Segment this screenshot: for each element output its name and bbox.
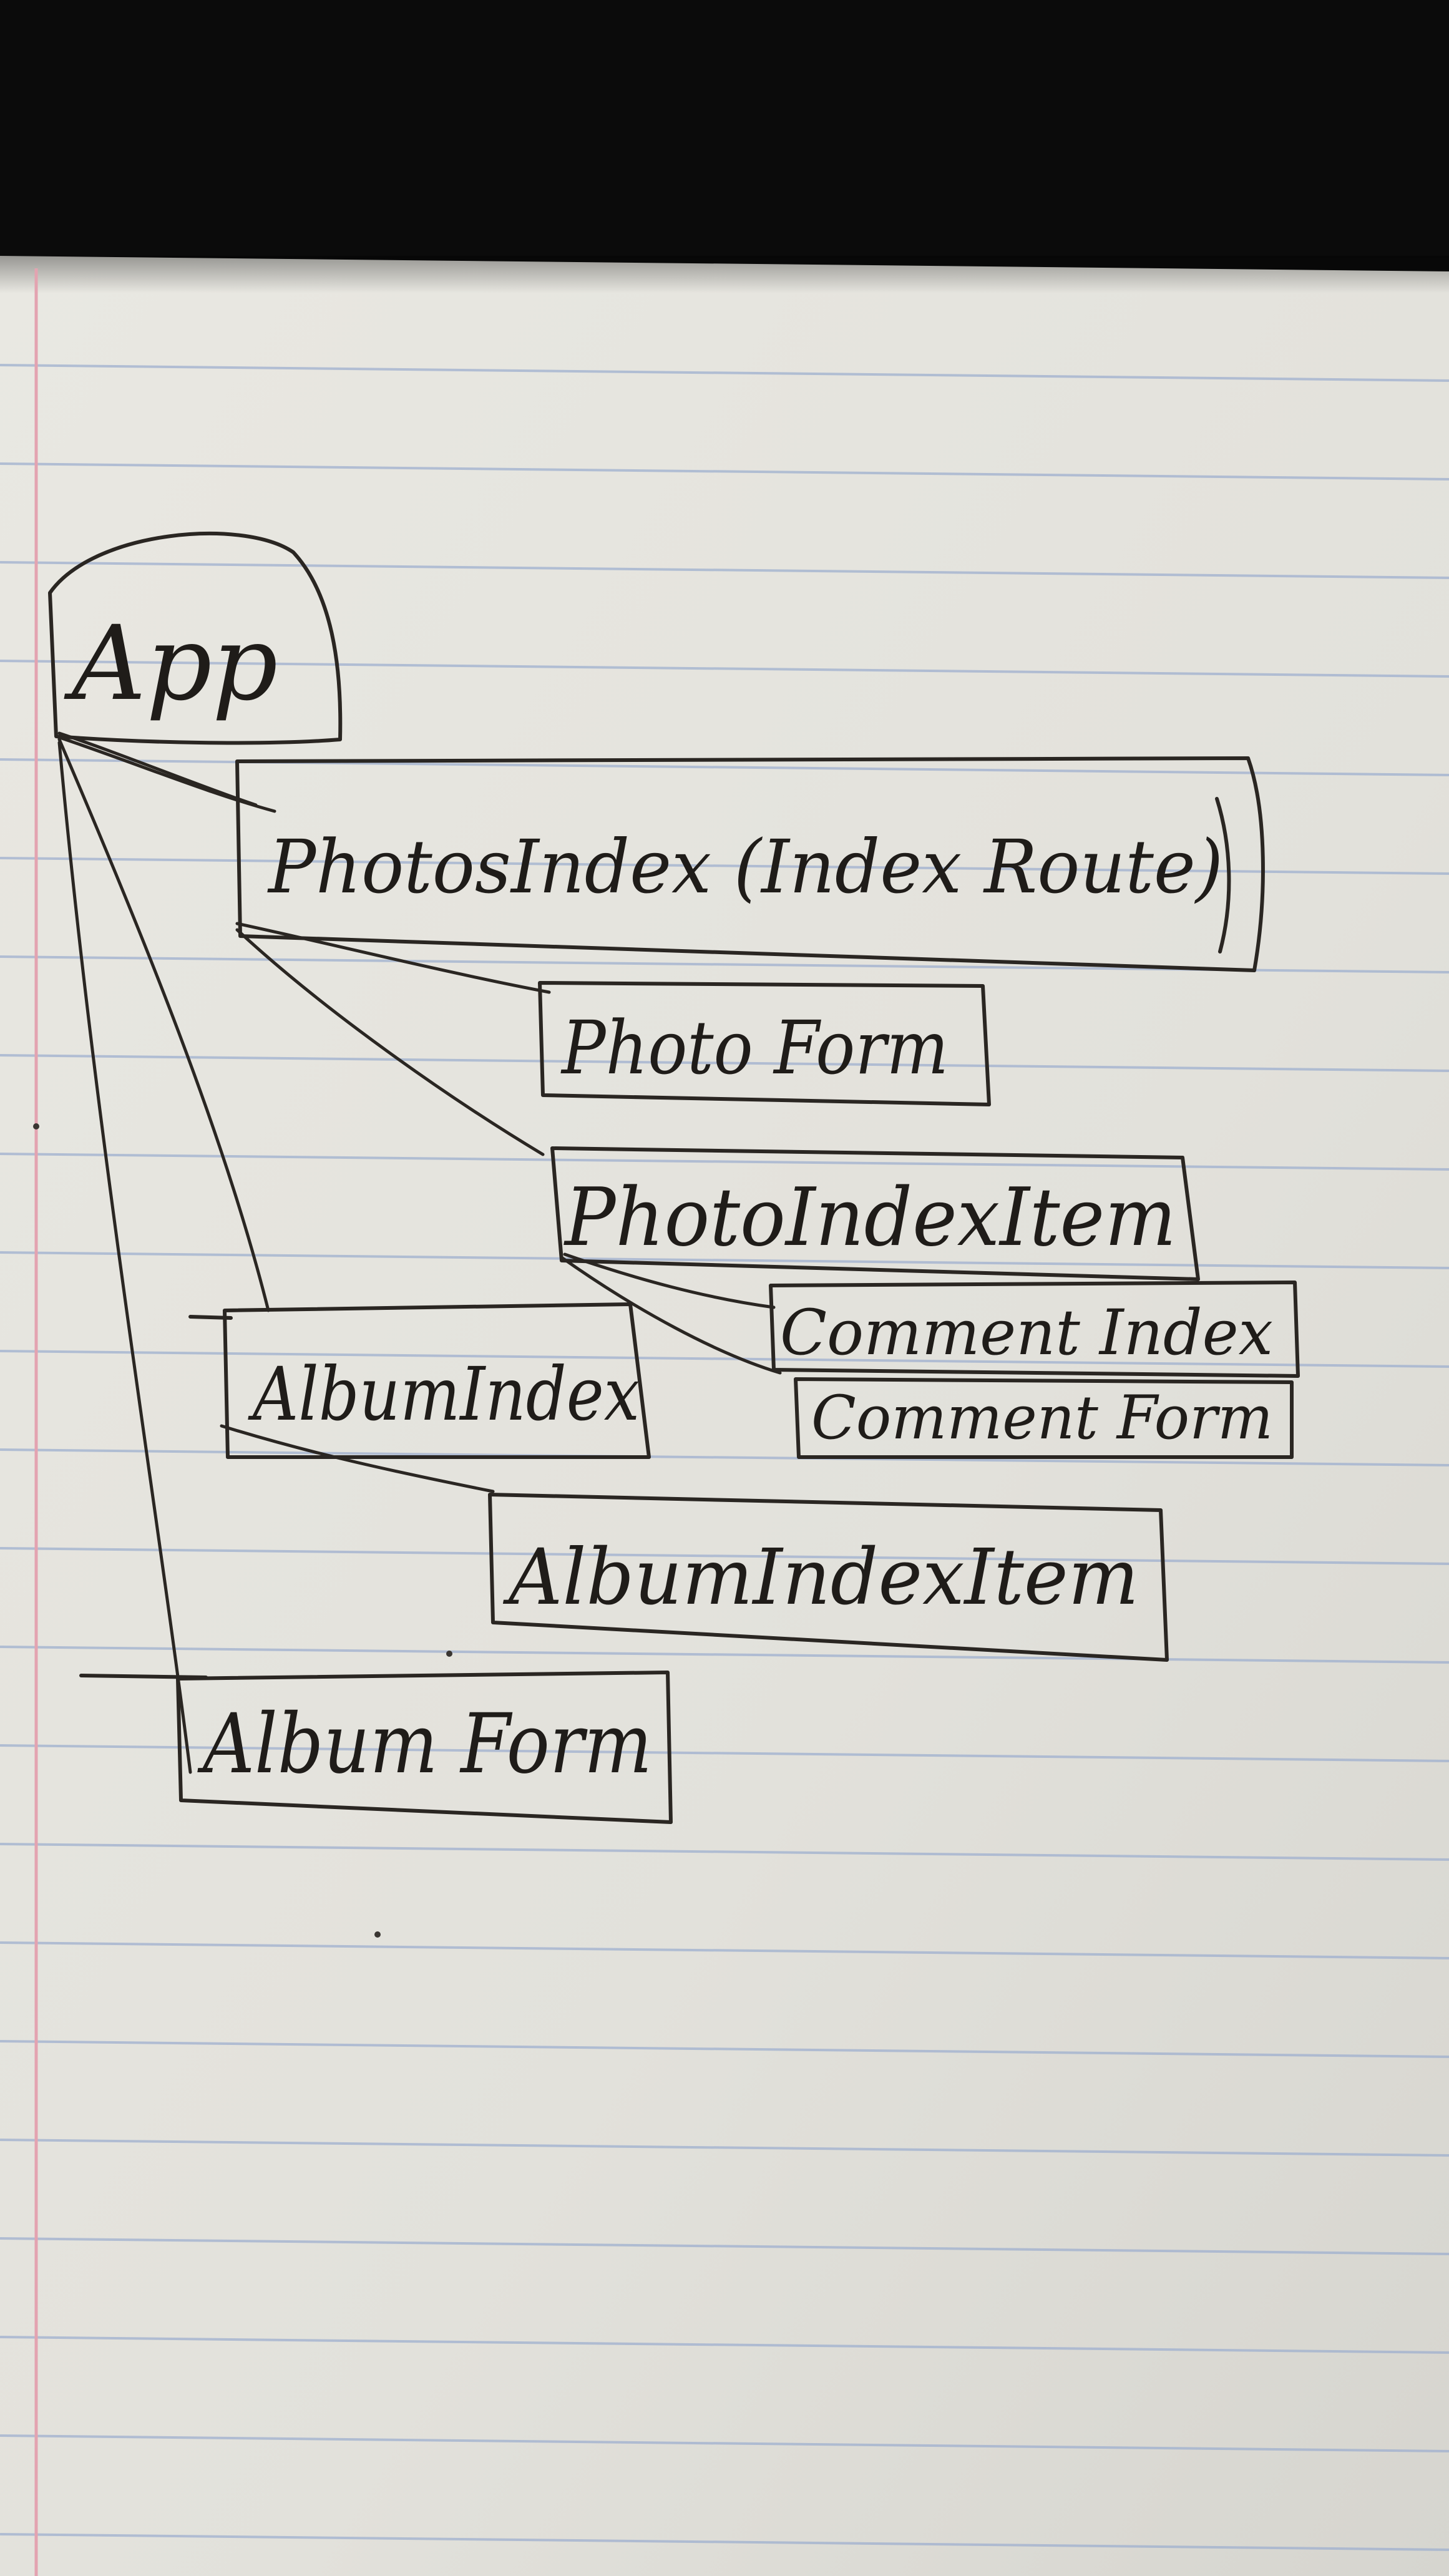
ruled-line (0, 1547, 1449, 1565)
ruled-line (0, 1744, 1449, 1762)
node-app-box (48, 531, 343, 745)
ruled-line (0, 660, 1449, 678)
node-label-album-index-item: AlbumIndexItem (502, 1533, 1139, 1622)
node-photo-form-box (538, 981, 991, 1106)
ruled-line (0, 364, 1449, 382)
pencil-speck (33, 1123, 39, 1129)
ruled-line (0, 1941, 1449, 1959)
ruled-line (0, 1448, 1449, 1466)
ruled-line (0, 857, 1449, 875)
edge-app-to-photos-index-2 (54, 734, 276, 813)
ruled-lines (0, 364, 1449, 2551)
edge-photo-index-item-to-comment-form (560, 1256, 782, 1375)
paper-top-shadow (0, 256, 1449, 293)
edge-app-to-album-form (57, 741, 192, 1774)
ruled-line (0, 2040, 1449, 2058)
diagram-nodes (48, 531, 1300, 1824)
node-photos-index-inner-stroke (1215, 797, 1231, 954)
ruled-line (0, 2533, 1449, 2551)
node-label-photos-index: PhotosIndex (Index Route) (267, 824, 1223, 910)
ruled-line (0, 1843, 1449, 1861)
pencil-speck-2 (446, 1651, 452, 1657)
node-label-album-form: Album Form (197, 1696, 652, 1792)
ruled-line (0, 1646, 1449, 1664)
ruled-line (0, 2237, 1449, 2255)
edge-photos-index-to-photo-form (235, 922, 551, 994)
ruled-line (0, 1054, 1449, 1072)
ruled-line (0, 1350, 1449, 1368)
ruled-line (0, 561, 1449, 579)
ruled-line (0, 462, 1449, 481)
album-index-crossbar (188, 1315, 233, 1320)
edge-app-to-album-index (57, 738, 270, 1312)
node-label-photo-form: Photo Form (560, 1005, 949, 1091)
node-label-photo-index-item: PhotoIndexItem (564, 1171, 1176, 1264)
node-comment-form-box (794, 1377, 1294, 1459)
diagram-edges (54, 731, 782, 1774)
node-label-app: App (64, 603, 278, 723)
ruled-line (0, 2139, 1449, 2157)
node-photos-index-box (235, 756, 1265, 972)
ruled-line (0, 2336, 1449, 2354)
node-album-index-box (223, 1302, 651, 1459)
ruled-line (0, 1251, 1449, 1269)
node-photo-index-item-box (550, 1146, 1200, 1281)
edge-photo-index-item-to-comment-index (563, 1252, 776, 1309)
edge-album-index-to-album-index-item (220, 1424, 495, 1493)
edge-photos-index-to-photo-index-item (235, 928, 545, 1156)
paper-sheet (0, 256, 1449, 2576)
ruled-line (0, 2434, 1449, 2452)
node-comment-index-box (769, 1281, 1300, 1378)
pencil-speck-3 (374, 1931, 381, 1938)
album-form-crossbar (79, 1674, 208, 1679)
diagram-labels: App PhotosIndex (Index Route) Photo Form… (64, 603, 1273, 1792)
node-album-form-box (176, 1671, 673, 1824)
node-album-index-item-box (488, 1493, 1169, 1662)
edge-app-to-photos-index (57, 731, 258, 807)
node-label-album-index: AlbumIndex (248, 1351, 640, 1437)
node-label-comment-form: Comment Form (811, 1383, 1273, 1453)
ruled-line (0, 1153, 1449, 1171)
node-label-comment-index: Comment Index (780, 1296, 1273, 1369)
